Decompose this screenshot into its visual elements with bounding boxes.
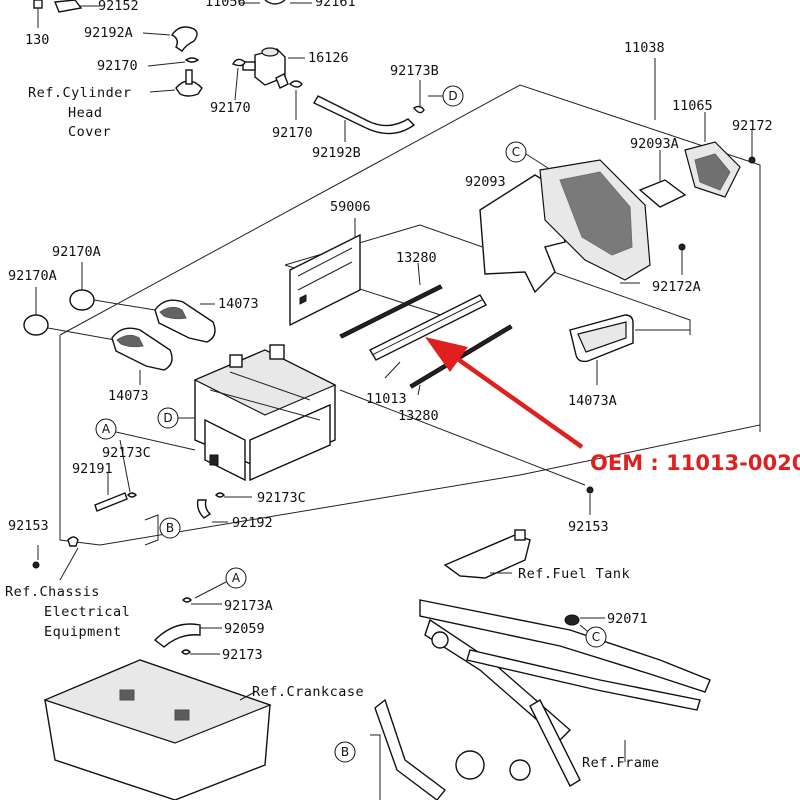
svg-text:C: C [592,630,600,644]
label-92152: 92152 [98,0,139,14]
air-box-case [193,344,337,482]
label-11056: 11056 [205,0,246,10]
label-14073-bot: 14073 [108,388,149,404]
label-92172: 92172 [732,118,773,134]
label-130: 130 [25,32,49,48]
ref-fuel-tank: Ref.Fuel Tank [518,566,630,582]
label-92161: 92161 [315,0,356,10]
label-92170A-left: 92170A [8,268,57,284]
label-13280-bot: 13280 [398,408,439,424]
callout-A-mid: A [95,418,117,440]
ref-cylinder-line1: Ref.Cylinder [28,85,132,101]
crankcase-breather [43,597,272,800]
callout-C-top: C [505,141,527,163]
callout-B-low: B [334,741,356,763]
part-labels: 130 92152 11056 92161 92192A 92170 16126… [8,0,773,663]
filter-element-11013 [339,262,513,396]
label-92170-a: 92170 [97,58,138,74]
label-92170A-top: 92170A [52,244,101,260]
label-92153-right: 92153 [568,519,609,535]
label-92170-c: 92170 [272,125,313,141]
label-92059: 92059 [224,621,265,637]
callout-circles: D C D A B A C B [95,85,607,800]
label-92170-b: 92170 [210,100,251,116]
label-92173A: 92173A [224,598,273,614]
label-92172A: 92172A [652,279,701,295]
label-59006: 59006 [330,199,371,215]
label-14073A: 14073A [568,393,617,409]
label-92173C-b: 92173C [257,490,306,506]
svg-text:B: B [341,745,349,759]
oem-arrow-shaft [450,353,584,449]
drain-hoses [32,439,252,581]
svg-text:C: C [512,145,520,159]
label-92093A: 92093A [630,136,679,152]
ref-cylinder-line3: Cover [68,124,111,140]
oem-arrow-head [425,337,468,372]
ref-crankcase: Ref.Crankcase [252,684,364,700]
duct-14073A [569,314,690,385]
ref-frame: Ref.Frame [582,755,660,771]
callout-A-low: A [225,567,247,589]
cover-group [479,112,756,294]
fuel-tank-bracket [443,486,594,579]
label-92093: 92093 [465,174,506,190]
label-92173: 92173 [222,647,263,663]
reference-labels: Ref.Cylinder Head Cover Ref.Fuel Tank Re… [5,85,660,771]
inlet-ducts-14073 [23,262,216,385]
top-hose-group [33,0,444,142]
callout-B-mid: B [159,517,181,539]
svg-text:A: A [102,422,111,436]
label-92192: 92192 [232,515,273,531]
svg-text:B: B [166,521,174,535]
oem-part-number: OEM : 11013-0020 [590,451,800,475]
callout-C-low: C [585,626,607,648]
svg-text:D: D [163,411,172,425]
ref-cylinder-line2: Head [68,105,103,121]
ref-chassis-line3: Equipment [44,624,122,640]
label-16126: 16126 [308,50,349,66]
label-14073-top: 14073 [218,296,259,312]
label-92173C-a: 92173C [102,445,151,461]
label-92071: 92071 [607,611,648,627]
svg-text:A: A [232,571,241,585]
ref-chassis-line2: Electrical [44,604,130,620]
label-92173B: 92173B [390,63,439,79]
label-92153-left: 92153 [8,518,49,534]
element-59006 [289,218,361,327]
frame-assembly [374,599,711,800]
callout-D-mid: D [157,407,179,429]
label-11038: 11038 [624,40,665,56]
label-92191: 92191 [72,461,113,477]
label-11065: 11065 [672,98,713,114]
label-13280-top: 13280 [396,250,437,266]
label-11013: 11013 [366,391,407,407]
label-92192A: 92192A [84,25,133,41]
svg-text:D: D [448,89,457,103]
label-92192B: 92192B [312,145,361,161]
callout-D-top: D [442,85,464,107]
oem-annotation: OEM : 11013-0020 [425,337,800,475]
ref-chassis-line1: Ref.Chassis [5,584,100,600]
